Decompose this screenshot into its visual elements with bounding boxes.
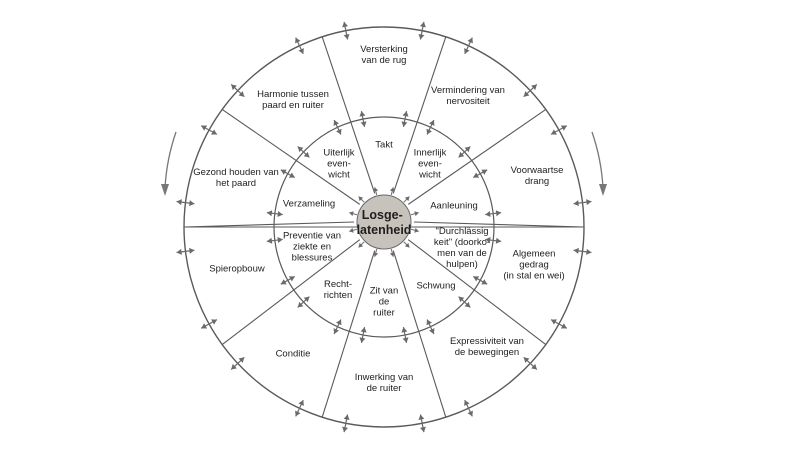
spoke-line — [221, 239, 361, 345]
inner-ring-arrow — [458, 146, 471, 158]
outer-ring-arrow — [230, 356, 245, 370]
center-label: Losge- latenheid — [357, 208, 412, 237]
spoke-line — [321, 36, 376, 194]
inner-ring-arrow — [280, 275, 296, 285]
label-rechtrichten: Recht-richten — [324, 279, 353, 301]
center-arrows — [349, 187, 419, 257]
spoke-line — [407, 108, 547, 205]
inner-ring-arrow — [426, 119, 435, 135]
inner-ring-arrow — [359, 111, 367, 127]
boundary-arrows — [176, 21, 592, 433]
center-disc — [356, 194, 412, 250]
inner-ring-arrow — [266, 210, 283, 217]
center-arrow — [358, 196, 365, 203]
inner-ring-arrow — [266, 237, 283, 244]
spoke-line — [392, 250, 447, 418]
outer-ring-arrow — [176, 199, 195, 207]
spoke-line — [407, 239, 547, 345]
rotation-arrowhead-left — [161, 184, 169, 196]
rotation-arrow-left — [164, 131, 177, 189]
inner-ring-arrow — [297, 146, 310, 158]
center-arrow — [349, 211, 358, 217]
inner-ring-arrow — [485, 210, 502, 217]
spoke-line — [413, 221, 585, 228]
outer-ring-arrow — [342, 414, 350, 433]
label-verzameling: Verzameling — [283, 199, 335, 210]
outer-ring-arrow — [342, 21, 350, 40]
center-arrow — [410, 227, 419, 233]
label-schwung: Schwung — [416, 281, 455, 292]
outer-ring-arrow — [550, 125, 568, 135]
spoke-line — [392, 36, 447, 194]
outer-ring-arrow — [295, 37, 304, 55]
inner-ring-arrow — [472, 169, 488, 179]
center-arrow — [349, 227, 358, 233]
center-arrow — [403, 241, 410, 248]
spoke-line — [321, 250, 376, 418]
outer-ring-arrow — [523, 84, 538, 98]
outer-ring-arrow — [464, 399, 473, 417]
outer-ring-arrow — [295, 399, 304, 417]
outer-ring-arrow — [418, 21, 426, 40]
center-arrow — [389, 248, 395, 257]
center-arrow — [373, 248, 379, 257]
inner-ring-arrow — [458, 296, 471, 308]
inner-ring-arrow — [426, 319, 435, 335]
inner-ring-arrow — [297, 296, 310, 308]
outer-ring-arrow — [573, 247, 592, 255]
spoke-line — [221, 108, 361, 205]
inner-ring-arrow — [485, 237, 502, 244]
inner-ring-arrow — [333, 319, 342, 335]
inner-ring-arrow — [401, 327, 409, 343]
spoke-line — [183, 221, 355, 228]
inner-ring-arrow — [472, 275, 488, 285]
outer-ring-arrow — [200, 125, 218, 135]
outer-ring-arrow — [230, 84, 245, 98]
inner-ring-arrow — [280, 169, 296, 179]
label-conditie: Conditie — [276, 349, 311, 360]
outer-ring-arrow — [176, 247, 195, 255]
center-arrow — [403, 196, 410, 203]
label-aanleuning: Aanleuning — [430, 201, 478, 212]
inner-ring-arrow — [333, 119, 342, 135]
rotation-arrow-right — [591, 131, 604, 189]
label-takt: Takt — [375, 140, 393, 151]
outer-ring-arrow — [200, 319, 218, 329]
inner-ring-arrow — [359, 327, 367, 343]
rotation-arrowhead-right — [599, 184, 607, 196]
center-arrow — [410, 211, 419, 217]
outer-ring-arrow — [573, 199, 592, 207]
outer-ring-arrow — [550, 319, 568, 329]
inner-ring-arrow — [401, 111, 409, 127]
outer-ring-arrow — [523, 356, 538, 370]
center-arrow — [373, 187, 379, 196]
center-arrow — [358, 241, 365, 248]
label-spieropbouw: Spieropbouw — [209, 264, 265, 275]
center-arrow — [389, 187, 395, 196]
outer-ring-arrow — [464, 37, 473, 55]
outer-ring-arrow — [418, 414, 426, 433]
